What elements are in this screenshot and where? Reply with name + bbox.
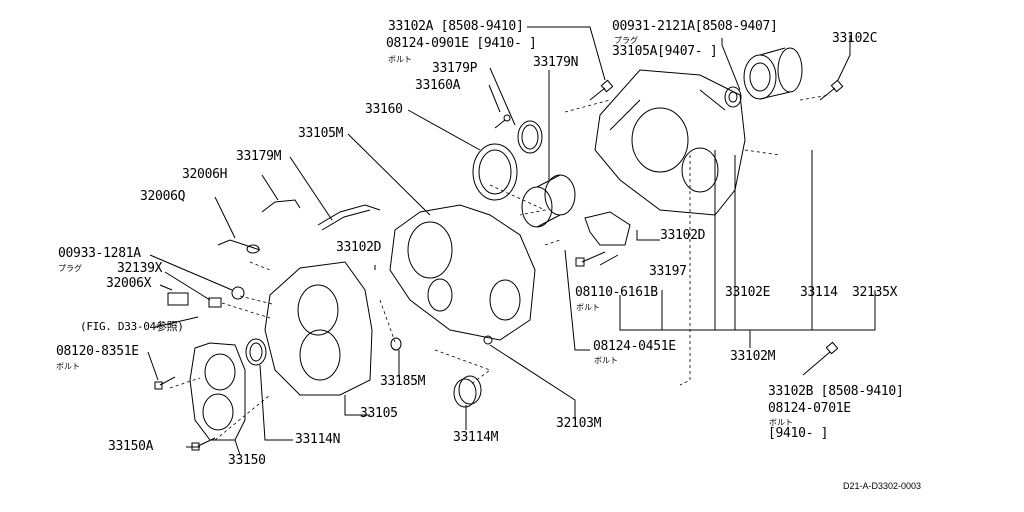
sensor-part-32006H xyxy=(261,199,301,213)
label-08120-8351E: 08120-8351E xyxy=(56,344,139,359)
label-32135X: 32135X xyxy=(852,285,898,300)
label-08124-0701E: 08124-0701E xyxy=(768,401,851,416)
harness-part-33179M xyxy=(317,204,381,231)
seal-part-33185M xyxy=(390,337,402,351)
label-32006Q: 32006Q xyxy=(140,189,186,204)
bolt-part-08110 xyxy=(575,251,606,267)
seal-part-33114M xyxy=(453,375,482,408)
bearing-part-32135X xyxy=(743,47,803,100)
assembly-dashed-lines xyxy=(169,94,831,441)
label-08124-0451E: 08124-0451E xyxy=(593,339,676,354)
label-33102D-right: 33102D xyxy=(660,228,706,243)
label-33105M: 33105M xyxy=(298,126,344,141)
label-33114M: 33114M xyxy=(453,430,499,445)
label-33105A: 33105A[9407- ] xyxy=(612,44,718,59)
label-33114: 33114 xyxy=(800,285,838,300)
rear-case-part xyxy=(594,69,746,216)
label-33102D-left: 33102D xyxy=(336,240,382,255)
label-33179N: 33179N xyxy=(533,55,579,70)
switch-part-32139X xyxy=(208,297,222,308)
label-32103M: 32103M xyxy=(556,416,602,431)
switch-part-32006X xyxy=(167,292,189,306)
drawing-code: D21-A-D3302-0003 xyxy=(843,481,922,491)
bolt-part-33150A xyxy=(191,437,216,451)
label-33197: 33197 xyxy=(649,264,687,279)
label-08124-0451E-note: ボルト xyxy=(594,356,618,365)
label-33185M: 33185M xyxy=(380,374,426,389)
label-08124-0701E-range: [9410- ] xyxy=(768,426,829,441)
label-33102C: 33102C xyxy=(832,31,878,46)
label-33150: 33150 xyxy=(228,453,266,468)
label-33179P: 33179P xyxy=(432,61,478,76)
label-32139X: 32139X xyxy=(117,261,163,276)
sensor-part-32006Q xyxy=(217,239,261,254)
label-08124-0901E-note: ボルト xyxy=(388,55,412,64)
cover-part-33150 xyxy=(189,342,246,441)
label-33102E: 33102E xyxy=(725,285,771,300)
bolt-part-33160A xyxy=(494,114,511,129)
label-33160A-top: 33160A xyxy=(415,78,461,93)
label-08120-note: ボルト xyxy=(56,362,80,371)
bolt-part-33102A xyxy=(589,79,614,101)
label-00933-1281A: 00933-1281A xyxy=(58,246,141,261)
middle-case-part-33105M xyxy=(389,204,536,341)
label-00931-2121A: 00931-2121A[8508-9407] xyxy=(612,19,778,34)
label-00933-note: プラグ xyxy=(58,264,82,273)
label-33105: 33105 xyxy=(360,406,398,421)
bolt-part-33102C xyxy=(819,79,844,101)
oil-pump-part-33179N xyxy=(521,174,576,228)
label-08110-6161B: 08110-6161B xyxy=(575,285,658,300)
label-00931-note: プラグ xyxy=(614,36,638,45)
plug-part-00933 xyxy=(231,286,245,300)
bolt-part-32103M xyxy=(483,335,493,345)
label-33160: 33160 xyxy=(365,102,403,117)
label-08110-note: ボルト xyxy=(576,303,600,312)
bearing-part-33114 xyxy=(724,86,742,108)
label-33150A: 33150A xyxy=(108,439,154,454)
label-32006X: 32006X xyxy=(106,276,152,291)
label-33102A: 33102A [8508-9410] xyxy=(388,19,524,34)
bolt-part-08120 xyxy=(154,376,176,390)
label-fig-reference: (FIG. D33-04参照) xyxy=(80,320,184,333)
label-08124-0701E-note: ボルト xyxy=(769,418,793,427)
seal-part-33179P xyxy=(517,120,543,154)
label-33102M: 33102M xyxy=(730,349,776,364)
label-33114N: 33114N xyxy=(295,432,341,447)
label-33179M: 33179M xyxy=(236,149,282,164)
seal-part-33114N xyxy=(245,338,267,366)
leader-lines xyxy=(147,26,876,456)
label-33102B: 33102B [8508-9410] xyxy=(768,384,904,399)
label-08124-0901E: 08124-0901E [9410- ] xyxy=(386,36,537,51)
ring-gear-part-33160 xyxy=(472,143,518,201)
bolt-part-33102B xyxy=(802,341,839,376)
label-32006H: 32006H xyxy=(182,167,228,182)
bracket-part-33197 xyxy=(584,211,631,246)
front-case-part-33105 xyxy=(264,261,373,396)
